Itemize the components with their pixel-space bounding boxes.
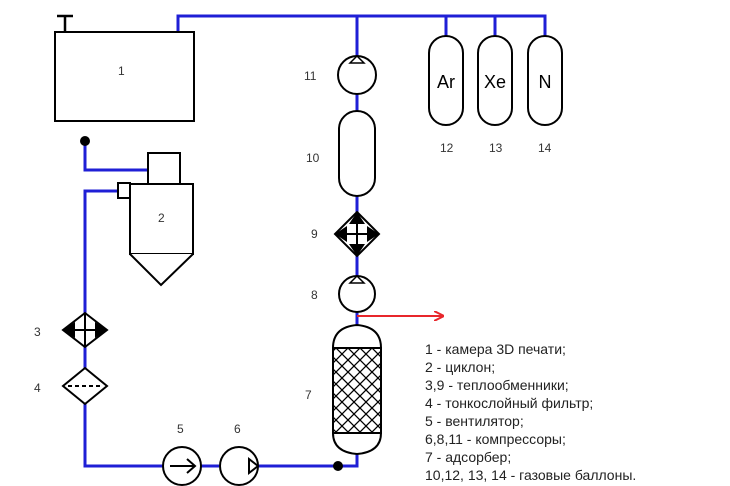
compressor-11: 11: [304, 54, 377, 95]
gas-cylinder-12: Ar 12: [428, 35, 464, 155]
chamber-to-cyclone-pipe: [83, 141, 148, 172]
top-header-pipe: [176, 14, 547, 36]
piping: [83, 14, 547, 468]
cylinder-ar-text: Ar: [437, 72, 455, 92]
cyclone-label: 2: [158, 211, 165, 225]
cylinder-13-label: 13: [489, 141, 503, 155]
filter-4: 4: [34, 366, 109, 406]
gas-cylinder-13: Xe 13: [477, 35, 513, 155]
compressor-8-label: 8: [311, 288, 318, 302]
adsorber-7: 7: [305, 323, 382, 456]
heat-exchanger-9-label: 9: [311, 227, 318, 241]
cyclone-to-heat-exchanger-pipe: [83, 189, 118, 313]
cylinder-12-label: 12: [440, 141, 454, 155]
compressor-to-adsorber-pipe: [258, 454, 359, 468]
legend-item: 1 - камера 3D печати;: [425, 341, 566, 357]
legend-item: 3,9 - теплообменники;: [425, 377, 569, 393]
heat-exchanger-9-tip-icon: [335, 212, 379, 256]
heat-exchanger-9: 9: [311, 210, 381, 258]
junction-dot-chamber: [80, 136, 90, 146]
compressor-6-triangle-icon: [248, 456, 260, 476]
gas-balloon-10-label: 10: [306, 151, 320, 165]
compressor-6-label: 6: [234, 422, 241, 436]
chamber-vent-icon: [57, 14, 73, 32]
cylinder-14-label: 14: [538, 141, 552, 155]
chamber-label: 1: [118, 64, 125, 78]
compressor-11-label: 11: [304, 69, 317, 83]
legend: 1 - камера 3D печати; 2 - циклон; 3,9 - …: [425, 341, 636, 483]
compressor-6: 6: [219, 422, 260, 486]
fan-arrow-icon: [170, 458, 197, 474]
adsorber-packing-icon: [332, 347, 382, 434]
gas-balloon-10: 10: [306, 110, 376, 197]
legend-item: 2 - циклон;: [425, 359, 495, 375]
chamber-3d-printing: 1: [54, 14, 195, 122]
cyclone: 2: [117, 152, 194, 287]
heat-exchanger-tip-icon: [63, 322, 107, 338]
compressor-11-triangle-icon: [348, 54, 366, 64]
compressor-8-triangle-icon: [348, 274, 366, 284]
legend-item: 6,8,11 - компрессоры;: [425, 431, 566, 447]
junction-dot-adsorber: [333, 461, 343, 471]
compressor-8: 8: [311, 274, 376, 313]
filter-4-label: 4: [34, 381, 41, 395]
fan-5: 5: [162, 422, 202, 486]
filter-to-fan-pipe: [83, 404, 163, 468]
gas-cylinder-14: N 14: [527, 35, 563, 155]
heat-exchanger-3-label: 3: [34, 325, 41, 339]
cylinder-n-text: N: [539, 72, 552, 92]
legend-item: 10,12, 13, 14 - газовые баллоны.: [425, 467, 636, 483]
legend-item: 5 - вентилятор;: [425, 413, 524, 429]
heat-exchanger-3: 3: [34, 311, 109, 349]
legend-item: 4 - тонкослойный фильтр;: [425, 395, 593, 411]
cylinder-xe-text: Xe: [484, 72, 506, 92]
adsorber-7-label: 7: [305, 388, 312, 402]
legend-item: 7 - адсорбер;: [425, 449, 511, 465]
fan-5-label: 5: [177, 422, 184, 436]
